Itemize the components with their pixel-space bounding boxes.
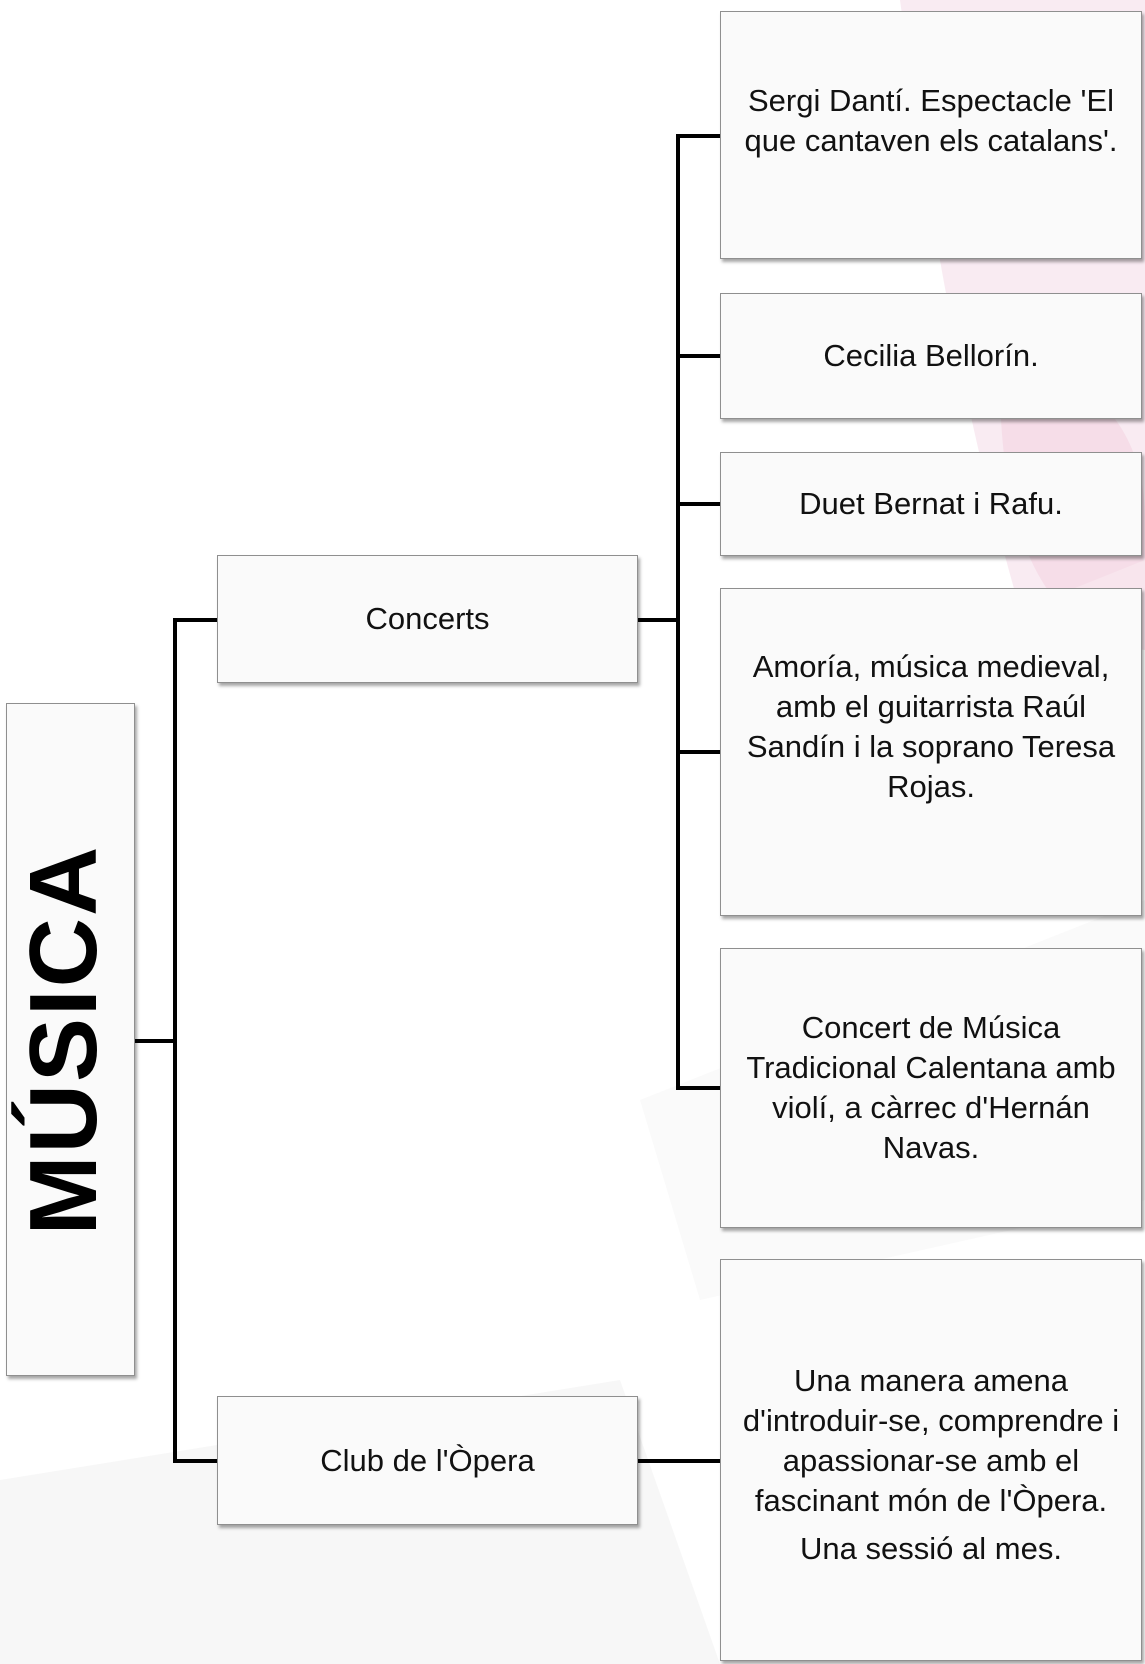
connector-concert-item-4: [676, 750, 720, 754]
connector-club-opera-out: [638, 1459, 720, 1463]
concert-item: Sergi Dantí. Espectacle 'El que cantaven…: [720, 11, 1142, 259]
item-text: Una sessió al mes.: [800, 1531, 1062, 1566]
connector-concert-item-1: [676, 134, 720, 138]
branch-concerts: Concerts: [217, 555, 638, 683]
connector-concert-item-3: [676, 502, 720, 506]
connector-main-spine: [173, 618, 177, 1463]
connector-concert-item-2: [676, 354, 720, 358]
club-opera-item: Una manera amena d'introduir-se, compren…: [720, 1259, 1142, 1661]
connector-concert-item-5: [676, 1086, 720, 1090]
connector-to-club-opera: [173, 1459, 219, 1463]
connector-to-concerts: [173, 618, 219, 622]
branch-label: Club de l'Òpera: [320, 1442, 535, 1478]
item-text: Duet Bernat i Rafu.: [799, 486, 1063, 521]
connector-root-stub: [135, 1039, 175, 1043]
concert-item: Amoría, música medieval, amb el guitarri…: [720, 588, 1142, 916]
item-text: Cecilia Bellorín.: [823, 338, 1039, 373]
concert-item: Cecilia Bellorín.: [720, 293, 1142, 419]
connector-concerts-out: [638, 618, 680, 622]
root-node: [6, 703, 135, 1376]
branch-club-opera: Club de l'Òpera: [217, 1396, 638, 1525]
connector-concerts-spine: [676, 134, 680, 1090]
branch-label: Concerts: [365, 601, 490, 636]
item-text: Amoría, música medieval, amb el guitarri…: [746, 649, 1116, 804]
item-text: Sergi Dantí. Espectacle 'El que cantaven…: [744, 83, 1118, 158]
item-text: Concert de Música Tradicional Calentana …: [746, 1010, 1116, 1165]
concert-item: Concert de Música Tradicional Calentana …: [720, 948, 1142, 1228]
item-text: Una manera amena d'introduir-se, compren…: [742, 1363, 1120, 1518]
root-label: MÚSICA: [10, 844, 117, 1236]
concert-item: Duet Bernat i Rafu.: [720, 452, 1142, 556]
